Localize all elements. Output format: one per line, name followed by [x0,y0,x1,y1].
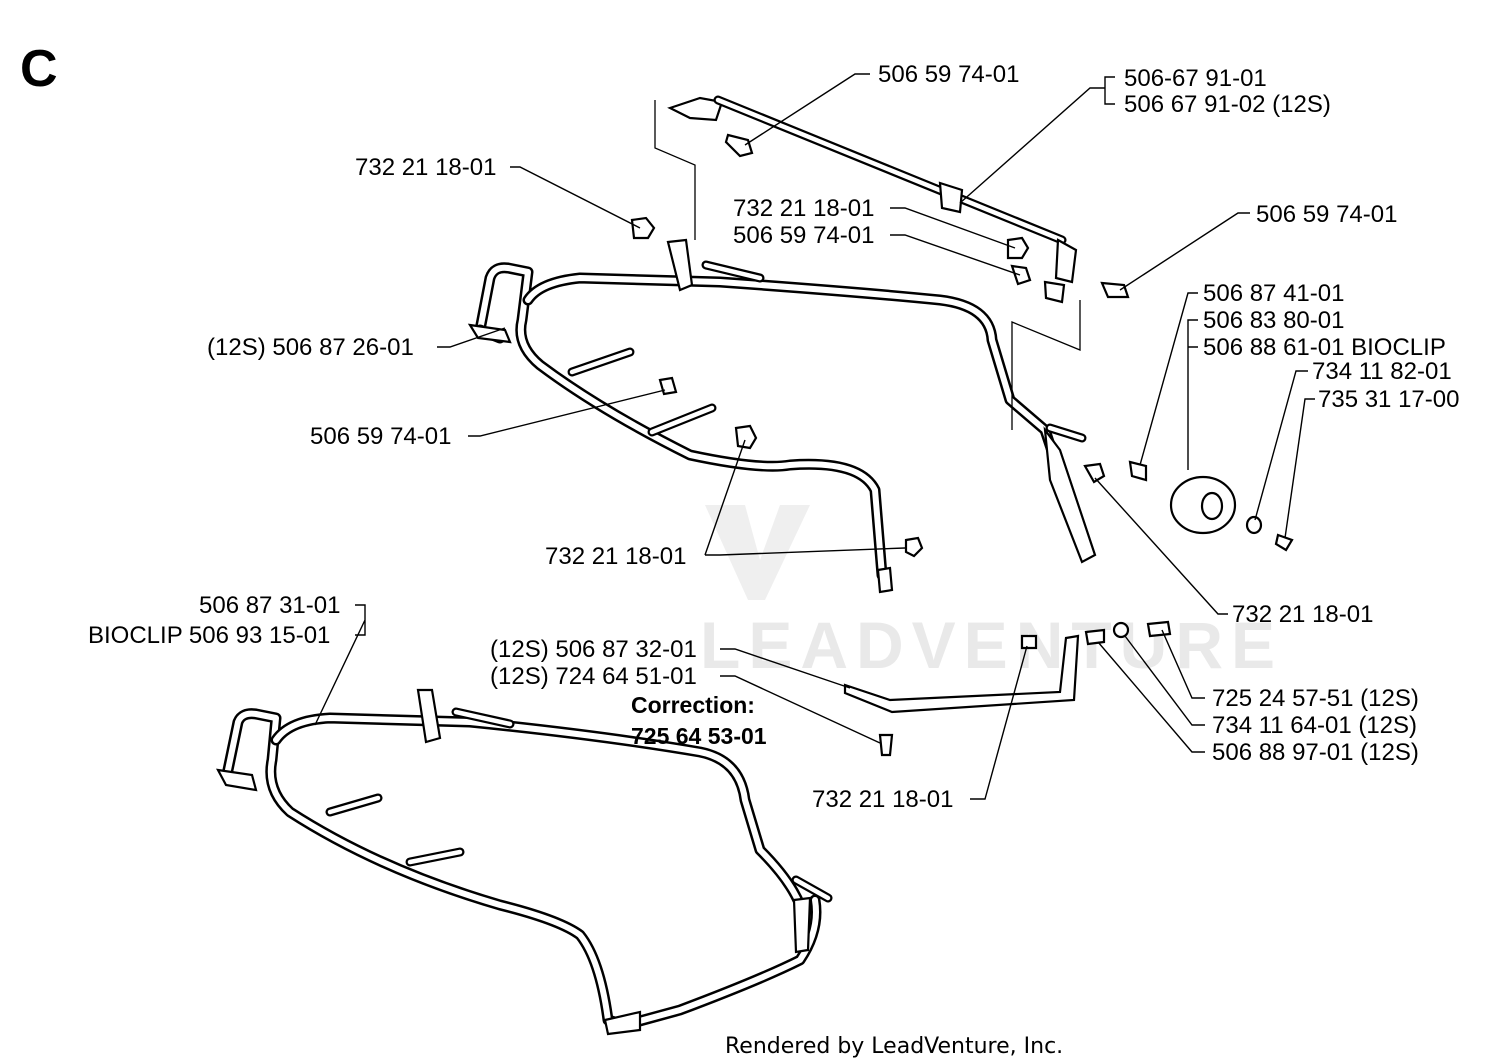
correction-title: Correction: [631,692,755,718]
footer-credit: Rendered by LeadVenture, Inc. [725,1034,1063,1059]
callout-7: 506 87 41-01 [1203,280,1344,307]
rod-assembly [654,95,1081,430]
callout-13: 506 59 74-01 [310,423,451,450]
leader-lines [314,73,1315,800]
callout-10: 734 11 82-01 [1312,358,1452,385]
callout-19: 725 24 57-51 (12S) [1212,685,1419,712]
callout-8: 506 83 80-01 [1203,307,1344,334]
watermark-text: LEADVENTURE [700,608,1283,682]
callout-6: 506 59 74-01 [1256,201,1397,228]
callout-15: 732 21 18-01 [1232,601,1373,628]
callout-21: 506 88 97-01 (12S) [1212,739,1419,766]
callout-9: 506 88 61-01 BIOCLIP [1203,334,1446,361]
callout-5: 506 59 74-01 [733,222,874,249]
section-letter: C [20,40,58,98]
callout-18: (12S) 724 64 51-01 [490,663,697,690]
callout-12: (12S) 506 87 26-01 [207,334,414,361]
callout-2a: 506-67 91-01 [1124,65,1267,92]
callout-3: 732 21 18-01 [355,154,496,181]
callout-4: 732 21 18-01 [733,195,874,222]
callout-11: 735 31 17-00 [1318,386,1459,413]
callout-14: 732 21 18-01 [545,543,686,570]
callout-labels: 506 59 74-01 506-67 91-01 506 67 91-02 (… [88,61,1459,813]
lower-deck-frame [216,688,833,1036]
callout-22: 732 21 18-01 [812,786,953,813]
hardware [630,133,1294,757]
callout-1: 506 59 74-01 [878,61,1019,88]
callout-16b: BIOCLIP 506 93 15-01 [88,622,330,649]
callout-17: (12S) 506 87 32-01 [490,636,697,663]
upper-deck-frame [467,238,1097,594]
callout-16a: 506 87 31-01 [199,592,340,619]
correction-number: 725 64 53-01 [631,723,767,749]
callout-2b: 506 67 91-02 (12S) [1124,91,1331,118]
callout-20: 734 11 64-01 (12S) [1212,712,1417,739]
